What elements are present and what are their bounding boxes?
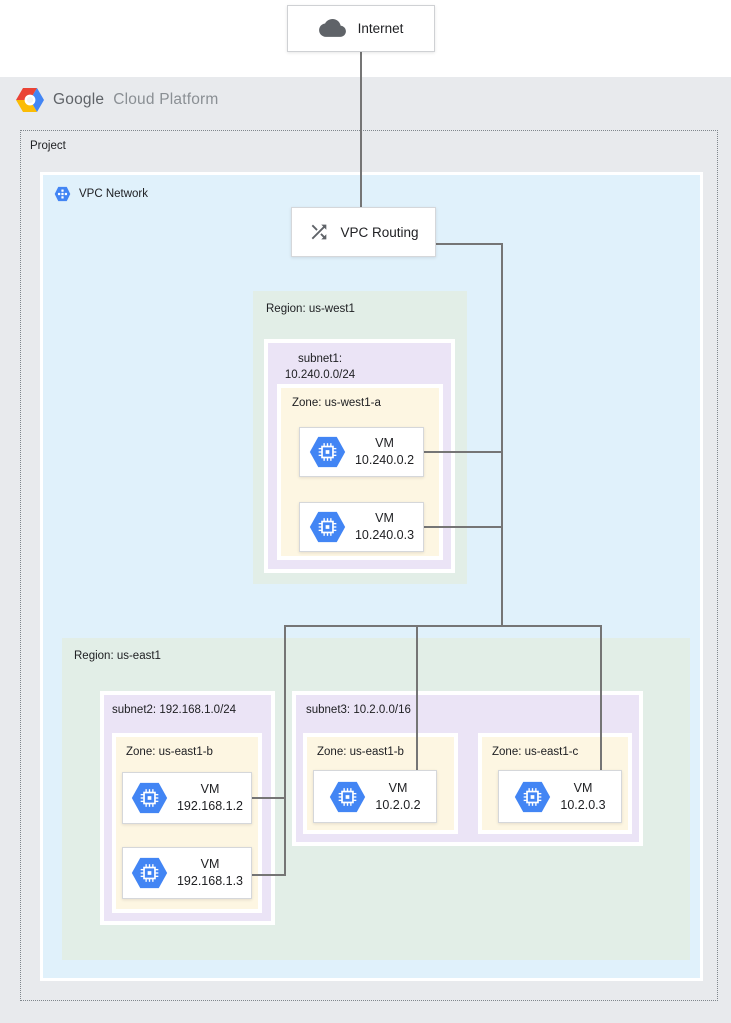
vm-label: VM 10.2.0.2 — [375, 780, 420, 814]
gcp-logo: Google Cloud Platform — [16, 88, 219, 112]
vm-label: VM 192.168.1.3 — [177, 856, 243, 890]
vpc-network-header: VPC Network — [54, 186, 148, 202]
connector-vm-192-168-1-2 — [252, 797, 284, 799]
zone-us-east1-b-subnet3-label: Zone: us-east1-b — [317, 746, 404, 758]
vm-ip: 10.240.0.3 — [354, 528, 415, 542]
connector-vm-192-168-1-3 — [252, 874, 284, 876]
logo-text-google: Google — [53, 91, 105, 108]
project-container — [20, 130, 718, 1001]
subnet1-cidr: 10.240.0.0/24 — [284, 368, 356, 381]
connector-distribution-horizontal — [284, 625, 602, 627]
internet-label: Internet — [357, 21, 404, 36]
vm-ip: 10.240.0.2 — [354, 453, 415, 467]
vm-hexagon-chip-icon — [514, 781, 551, 813]
connector-routing-right — [436, 243, 503, 245]
vm-node-192-168-1-3: VM 192.168.1.3 — [122, 847, 252, 899]
internet-node: Internet — [287, 5, 435, 52]
vpc-routing-label: VPC Routing — [340, 224, 419, 240]
vm-label: VM 10.240.0.2 — [355, 435, 414, 469]
cloud-icon — [318, 19, 346, 38]
region-us-east1-label: Region: us-east1 — [74, 650, 161, 662]
project-label: Project — [30, 140, 66, 152]
connector-drop-right — [600, 625, 602, 770]
region-us-west1-label: Region: us-west1 — [266, 303, 355, 315]
vm-name: VM — [388, 780, 408, 795]
vpc-network-label: VPC Network — [79, 188, 149, 200]
connector-drop-middle — [416, 625, 418, 770]
subnet1-name: subnet1: — [297, 353, 343, 365]
connector-vm-10-240-0-2 — [424, 451, 502, 453]
subnet3-label: subnet3: 10.2.0.0/16 — [306, 704, 411, 716]
vm-name: VM — [200, 857, 220, 872]
vm-label: VM 10.2.0.3 — [560, 780, 605, 814]
vm-hexagon-chip-icon — [131, 857, 168, 889]
vm-hexagon-chip-icon — [309, 511, 346, 543]
connector-drop-left — [284, 625, 286, 876]
vm-name: VM — [573, 780, 593, 795]
connector-main-vertical — [501, 243, 503, 627]
vm-node-10-240-0-3: VM 10.240.0.3 — [299, 502, 424, 552]
vm-node-10-2-0-2: VM 10.2.0.2 — [313, 770, 437, 823]
vpc-network-icon — [54, 186, 71, 202]
zone-us-east1-b-subnet2-label: Zone: us-east1-b — [126, 746, 213, 758]
logo-text-cloud-platform: Cloud Platform — [113, 91, 219, 108]
vm-label: VM 192.168.1.2 — [177, 781, 243, 815]
vm-hexagon-chip-icon — [309, 436, 346, 468]
routing-arrows-icon — [308, 221, 330, 243]
vm-hexagon-chip-icon — [329, 781, 366, 813]
vm-name: VM — [375, 511, 394, 526]
vm-ip: 192.168.1.2 — [176, 799, 244, 813]
vm-hexagon-chip-icon — [131, 782, 168, 814]
vm-ip: 192.168.1.3 — [176, 874, 244, 888]
gcp-logo-hexagon-icon — [16, 88, 44, 112]
zone-us-west1-a-label: Zone: us-west1-a — [292, 397, 381, 409]
vm-node-10-2-0-3: VM 10.2.0.3 — [498, 770, 622, 823]
vm-ip: 10.2.0.2 — [375, 797, 421, 812]
vm-ip: 10.2.0.3 — [560, 797, 606, 812]
vm-name: VM — [200, 782, 220, 797]
vpc-routing-node: VPC Routing — [291, 207, 436, 257]
vm-node-10-240-0-2: VM 10.240.0.2 — [299, 427, 424, 477]
connector-vm-10-240-0-3 — [424, 526, 502, 528]
subnet2-label: subnet2: 192.168.1.0/24 — [112, 704, 237, 716]
zone-us-east1-c-label: Zone: us-east1-c — [492, 746, 579, 758]
connector-internet-to-routing — [360, 52, 362, 207]
subnet1-label: subnet1: 10.240.0.0/24 — [268, 352, 372, 383]
vm-label: VM 10.240.0.3 — [355, 510, 414, 544]
vm-node-192-168-1-2: VM 192.168.1.2 — [122, 772, 252, 824]
vm-name: VM — [375, 436, 394, 451]
